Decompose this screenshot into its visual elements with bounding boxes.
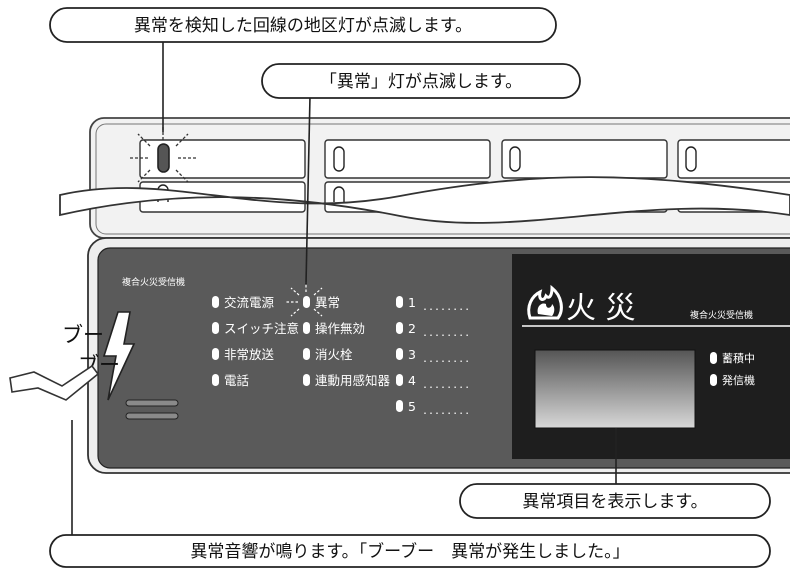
flame-icon (527, 284, 563, 320)
indicator-telephone: 電話 (224, 373, 249, 388)
indicator-abnormal: 異常 (315, 295, 340, 310)
zone-lamp-4 (685, 146, 697, 172)
wave-break-left (9, 364, 100, 401)
zone-lamp-2 (333, 146, 345, 172)
circuit-dots: ........ (422, 406, 470, 417)
lcd-display (534, 349, 696, 429)
leader-lines (71, 42, 617, 542)
circuit-indicators: 1 ........ 2 ........ 3 ........ 4 .....… (396, 295, 470, 417)
callout-display: 異常項目を表示します。 (459, 483, 771, 519)
indicator-hydrant: 消火栓 (315, 347, 353, 362)
sound-bolt-icon (102, 311, 136, 401)
speaker-grille (125, 399, 179, 420)
callout-display-text: 異常項目を表示します。 (522, 492, 707, 512)
status-accumulating: 蓄積中 (722, 351, 755, 365)
callout-middle-text: 「異常」灯が点滅します。 (320, 72, 522, 92)
callout-top-text: 異常を検知した回線の地区灯が点滅します。 (134, 16, 472, 36)
circuit-number: 3 (408, 347, 416, 362)
abnormal-blink-icon (286, 282, 323, 317)
indicator-column-1: 交流電源 スイッチ注意 非常放送 電話 (212, 295, 299, 388)
circuit-dots: ........ (422, 328, 470, 339)
circuit-dots: ........ (422, 354, 470, 365)
indicator-linked-detector: 連動用感知器 (315, 373, 391, 388)
circuit-number: 4 (408, 373, 416, 388)
indicator-switch-caution: スイッチ注意 (224, 321, 299, 336)
indicator-ac-power: 交流電源 (224, 295, 275, 310)
circuit-dots: ........ (422, 302, 470, 313)
status-lamps: 蓄積中 発信機 (710, 351, 755, 387)
status-transmitter: 発信機 (722, 373, 755, 387)
circuit-number: 5 (408, 399, 416, 414)
circuit-number: 1 (408, 295, 416, 310)
circuit-dots: ........ (422, 380, 470, 391)
callout-bottom: 異常音響が鳴ります。「ブーブー 異常が発生しました。」 (49, 534, 771, 568)
indicator-operation-invalid: 操作無効 (315, 321, 365, 336)
zone-lamp-blinking (157, 143, 170, 173)
indicator-emergency-broadcast: 非常放送 (224, 347, 275, 362)
indicator-column-2: 異常 操作無効 消火栓 連動用感知器 (286, 282, 391, 388)
callout-top: 異常を検知した回線の地区灯が点滅します。 (49, 7, 557, 43)
callout-middle: 「異常」灯が点滅します。 (261, 63, 581, 99)
brand-subtitle: 複合火災受信機 (690, 309, 753, 321)
brand-title: 火 災 (566, 291, 636, 326)
circuit-number: 2 (408, 321, 416, 336)
panel-model-label: 複合火災受信機 (122, 276, 185, 288)
sound-effect-line1: ブー (62, 323, 104, 347)
zone-lamp-3 (509, 146, 521, 172)
callout-bottom-text: 異常音響が鳴ります。「ブーブー 異常が発生しました。」 (190, 541, 629, 562)
